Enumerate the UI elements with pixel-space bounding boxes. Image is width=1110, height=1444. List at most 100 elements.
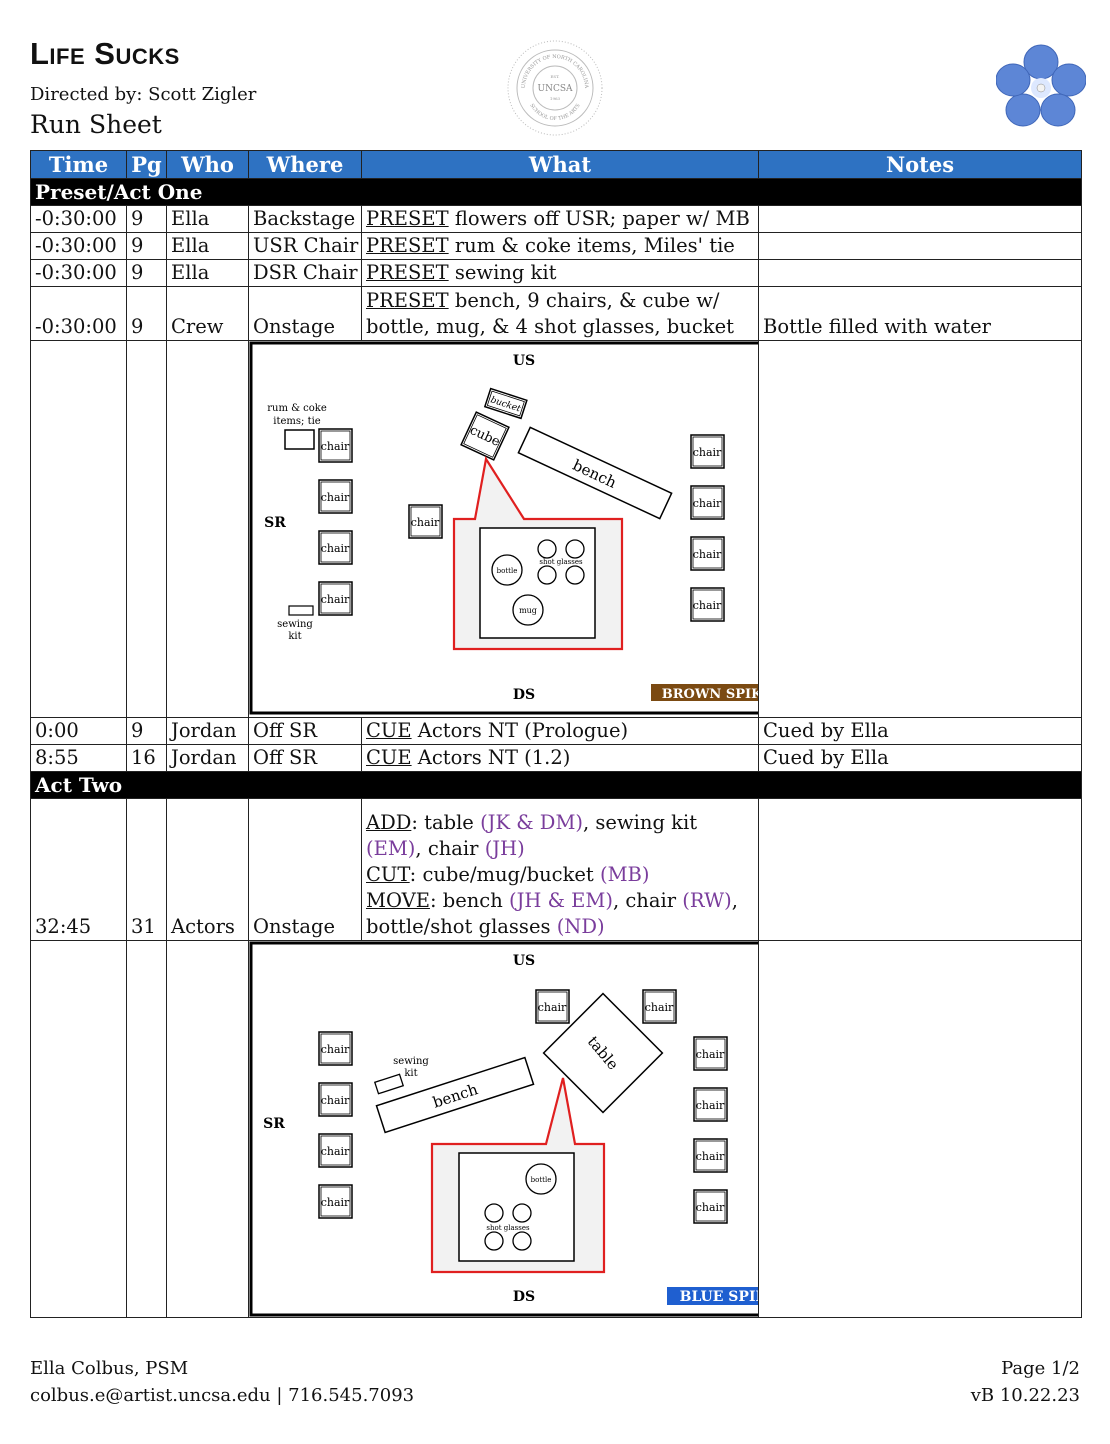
action-text: : table [411, 811, 481, 834]
cell-time: -0:30:00 [30, 286, 127, 341]
preset-groundplan-diagram: US DS SR SL rum & coke items; tie chair … [249, 341, 759, 715]
chair: chair [690, 587, 725, 622]
section-row: Act Two [30, 771, 1082, 799]
sewing-kit [288, 605, 314, 616]
svg-text:chair: chair [321, 1094, 350, 1107]
action-text: bottle/shot glasses [366, 915, 557, 938]
section-row: Preset/Act One [30, 178, 1082, 206]
cell-pg: 16 [126, 744, 167, 772]
action-tag: PRESET [366, 207, 449, 230]
cell-diagram: US DS SR SL rum & coke items; tie chair … [248, 340, 759, 718]
footer-stage-manager: Ella Colbus, PSM [30, 1358, 189, 1379]
shot-glass [512, 1203, 532, 1223]
cell-time: -0:30:00 [30, 232, 127, 260]
director-credit: Directed by: Scott Zigler [30, 84, 257, 105]
chair: chair [318, 530, 353, 565]
us-label: US [513, 953, 535, 969]
sr-label: SR [264, 515, 286, 531]
cell-time: -0:30:00 [30, 259, 127, 287]
cell-what: CUE Actors NT (Prologue) [361, 717, 759, 745]
shot-glass [565, 539, 585, 559]
seal-est: EST. [550, 74, 559, 79]
cell-who: Actors [166, 798, 249, 941]
rum-coke-items [284, 429, 315, 450]
chair: chair [318, 1133, 353, 1168]
action-text: , [731, 889, 738, 912]
cell-where: USR Chair [248, 232, 362, 260]
cell-notes [758, 940, 1082, 1318]
cell-who: Jordan [166, 744, 249, 772]
cast-initials: (ND) [556, 915, 605, 938]
chair: chair [535, 989, 570, 1024]
col-header-pg: Pg [126, 150, 167, 179]
spike-tape-swatch [651, 684, 758, 701]
section-title: Preset/Act One [30, 178, 1082, 206]
rum-coke-label: items; tie [273, 416, 321, 427]
cell-time: 8:55 [30, 744, 127, 772]
col-header-notes: Notes [758, 150, 1082, 179]
cell-what: PRESET rum & coke items, Miles' tie [361, 232, 759, 260]
svg-text:chair: chair [321, 1043, 350, 1056]
uncsa-seal-logo: UNIVERSITY OF NORTH CAROLINA SCHOOL OF T… [507, 40, 603, 136]
cell-time: -0:30:00 [30, 205, 127, 233]
cell-who [166, 940, 249, 1318]
cell-notes [758, 340, 1082, 718]
cell-time: 0:00 [30, 717, 127, 745]
cell-pg [126, 340, 167, 718]
act-two-groundplan-diagram: US DS SR SL chair chair chair chair sewi… [249, 941, 759, 1317]
chair: chair [690, 434, 725, 469]
chair: chair [693, 1087, 728, 1122]
table [542, 992, 664, 1114]
chair: chair [408, 504, 443, 539]
table-row: 0:00 9 Jordan Off SR CUE Actors NT (Prol… [30, 717, 1082, 745]
bottle [491, 554, 523, 586]
shot-glass [537, 539, 557, 559]
svg-text:chair: chair [696, 1150, 725, 1163]
cell-diagram: US DS SR SL chair chair chair chair sewi… [248, 940, 759, 1318]
chair: chair [642, 989, 677, 1024]
shot-glass [484, 1231, 504, 1251]
cell-pg: 9 [126, 286, 167, 341]
cell-pg: 9 [126, 232, 167, 260]
svg-text:chair: chair [538, 1001, 567, 1014]
svg-text:SCHOOL OF THE ARTS: SCHOOL OF THE ARTS [528, 102, 582, 122]
document-subtitle: Run Sheet [30, 110, 162, 139]
svg-text:chair: chair [696, 1099, 725, 1112]
cell-where: Onstage [248, 798, 362, 941]
diagram-row: US DS SR SL chair chair chair chair sewi… [30, 940, 1082, 1318]
shot-glasses-label: shot glasses [486, 1224, 530, 1232]
svg-text:chair: chair [696, 1201, 725, 1214]
action-text: flowers off USR; paper w/ MB [448, 207, 750, 230]
cell-time: 32:45 [30, 798, 127, 941]
shot-glass [565, 565, 585, 585]
sewing-kit [373, 1073, 405, 1095]
shot-glass [512, 1231, 532, 1251]
svg-text:chair: chair [321, 593, 350, 606]
action-text: bench, 9 chairs, & cube w/ [448, 289, 720, 312]
cell-time [30, 940, 127, 1318]
svg-text:chair: chair [321, 491, 350, 504]
cell-who: Crew [166, 286, 249, 341]
cell-who: Ella [166, 205, 249, 233]
cast-initials: (RW) [682, 889, 732, 912]
cube: cube [460, 411, 510, 461]
footer-version: vB 10.22.23 [970, 1385, 1080, 1406]
action-tag: CUE [366, 746, 412, 769]
col-header-time: Time [30, 150, 127, 179]
spike-label: BLUE SPIKE [680, 1289, 759, 1305]
section-title: Act Two [30, 771, 1082, 799]
col-header-what: What [361, 150, 759, 179]
seal-bottom-text: SCHOOL OF THE ARTS [528, 102, 582, 122]
spike-label: BROWN SPIKE [662, 687, 759, 702]
cell-time [30, 340, 127, 718]
action-text: rum & coke items, Miles' tie [448, 234, 735, 257]
mug-label: mug [519, 606, 537, 615]
bottle-label: bottle [531, 1176, 552, 1184]
sr-label: SR [263, 1116, 285, 1132]
bucket: bucket [483, 387, 528, 420]
chair: chair [318, 479, 353, 514]
mug [512, 594, 544, 626]
action-text: Actors NT (Prologue) [411, 719, 629, 742]
us-label: US [513, 353, 535, 369]
cell-who [166, 340, 249, 718]
